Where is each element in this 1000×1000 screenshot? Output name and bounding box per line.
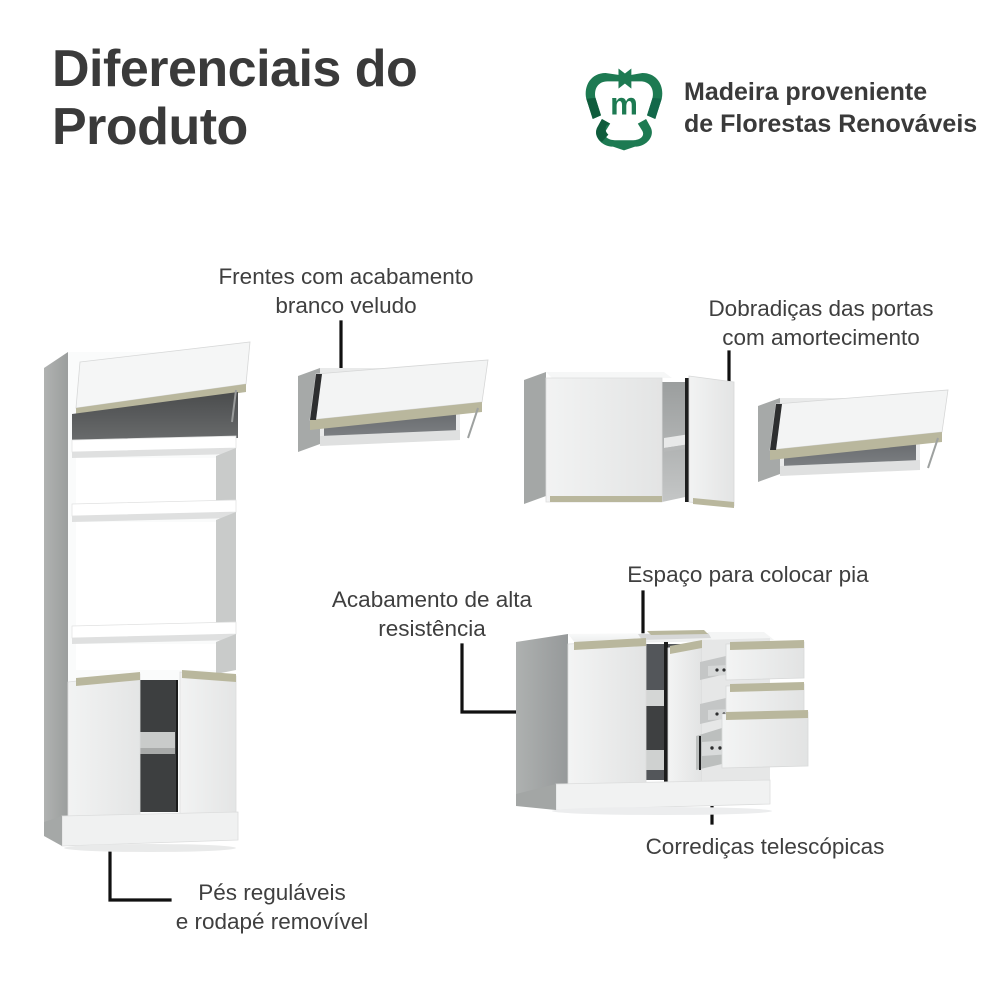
callout-pes: Pés reguláveis e rodapé removível xyxy=(175,880,369,935)
side-panel-finish xyxy=(516,634,568,806)
door-edge-band xyxy=(574,638,646,650)
flip-up-wall-cabinet-right xyxy=(758,389,949,482)
callout-frentes: Frentes com acabamento branco veludo xyxy=(218,264,474,319)
door-edge-band xyxy=(310,402,482,430)
base-door-left xyxy=(567,639,647,793)
drawer-edge-band xyxy=(730,682,804,692)
door-edge-band xyxy=(76,672,140,686)
door-edge-band xyxy=(182,670,236,682)
eco-badge-text: Madeira proveniente de Florestas Renováv… xyxy=(684,78,978,138)
removable-plinth xyxy=(61,811,239,847)
base-cabinet-drawers xyxy=(516,630,809,815)
eco-monogram: m xyxy=(610,86,638,121)
tall-column-cabinet xyxy=(44,341,251,852)
two-door-wall-cabinet xyxy=(524,372,735,508)
callout-espaco-pia: Espaço para colocar pia xyxy=(627,562,869,587)
door-edge-band xyxy=(770,432,942,460)
wall-door-left xyxy=(545,377,663,503)
lower-door-left xyxy=(67,673,141,821)
door-edge-band xyxy=(550,496,662,502)
base-plinth xyxy=(555,779,771,811)
drawer-edge-band xyxy=(730,640,804,650)
recycling-heart-icon: m xyxy=(585,68,663,151)
page-title: Diferenciais do Produto xyxy=(52,40,418,157)
door-edge-band xyxy=(693,498,734,508)
flip-up-wall-cabinet-left xyxy=(298,359,489,452)
callout-dobradicas: Dobradiças das portas com amortecimento xyxy=(708,296,934,351)
eco-badge: m Madeira proveniente de Florestas Renov… xyxy=(578,62,977,154)
door-edge-band xyxy=(670,640,702,654)
drawer-edge-band xyxy=(726,710,808,720)
wall-door-right-open xyxy=(688,375,735,507)
lower-door-right xyxy=(179,671,237,817)
callout-corredicas: Corrediças telescópicas xyxy=(645,834,885,859)
drawer-front-bottom xyxy=(721,711,809,769)
callout-acabamento: Acabamento de alta resistência xyxy=(331,587,533,642)
